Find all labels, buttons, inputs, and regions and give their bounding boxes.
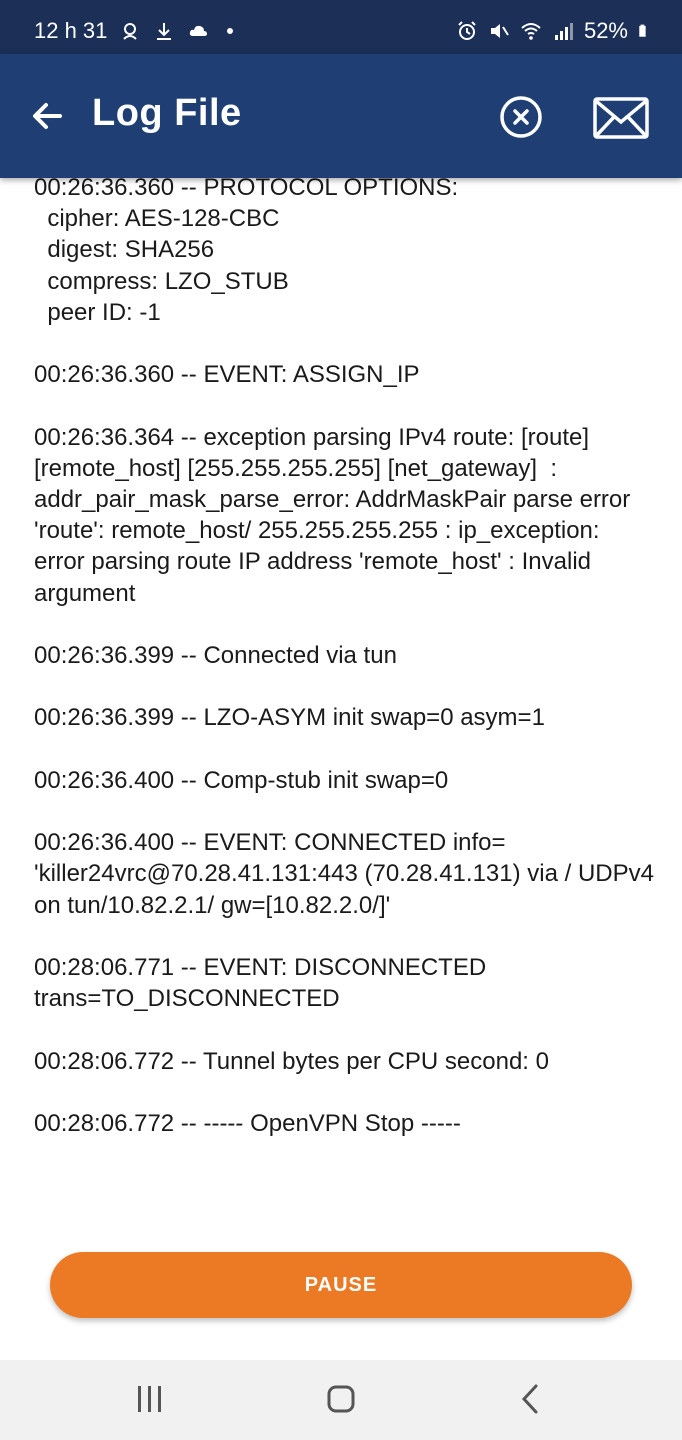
status-right: 52% (456, 18, 652, 44)
arrow-left-icon[interactable] (28, 96, 68, 136)
battery-icon (639, 24, 646, 37)
mail-icon[interactable] (592, 96, 650, 140)
app-bar: Log File (0, 54, 682, 178)
mute-icon (490, 24, 509, 38)
download-icon (157, 23, 172, 40)
log-area[interactable]: 00:26:36.360 -- PROTOCOL OPTIONS: cipher… (0, 178, 682, 1230)
cloud-icon (190, 25, 208, 36)
status-left: 12 h 31 (34, 18, 234, 44)
back-icon[interactable] (518, 1382, 542, 1416)
signal-icon (554, 23, 573, 40)
recent-apps-icon[interactable] (134, 1384, 166, 1414)
status-time: 12 h 31 (34, 18, 108, 43)
battery-percent: 52% (583, 18, 628, 43)
close-circle-icon[interactable] (498, 94, 544, 140)
pause-button[interactable]: PAUSE (50, 1252, 632, 1318)
log-text: 00:26:36.360 -- PROTOCOL OPTIONS: cipher… (34, 178, 654, 1138)
nav-bar (0, 1360, 682, 1440)
page-title: Log File (92, 92, 242, 134)
dot-icon (227, 28, 234, 34)
home-icon[interactable] (326, 1384, 356, 1414)
alarm-icon (458, 21, 476, 40)
status-bar: 12 h 31 (0, 0, 682, 54)
wifi-icon (521, 23, 541, 40)
notification-icon (123, 23, 138, 40)
